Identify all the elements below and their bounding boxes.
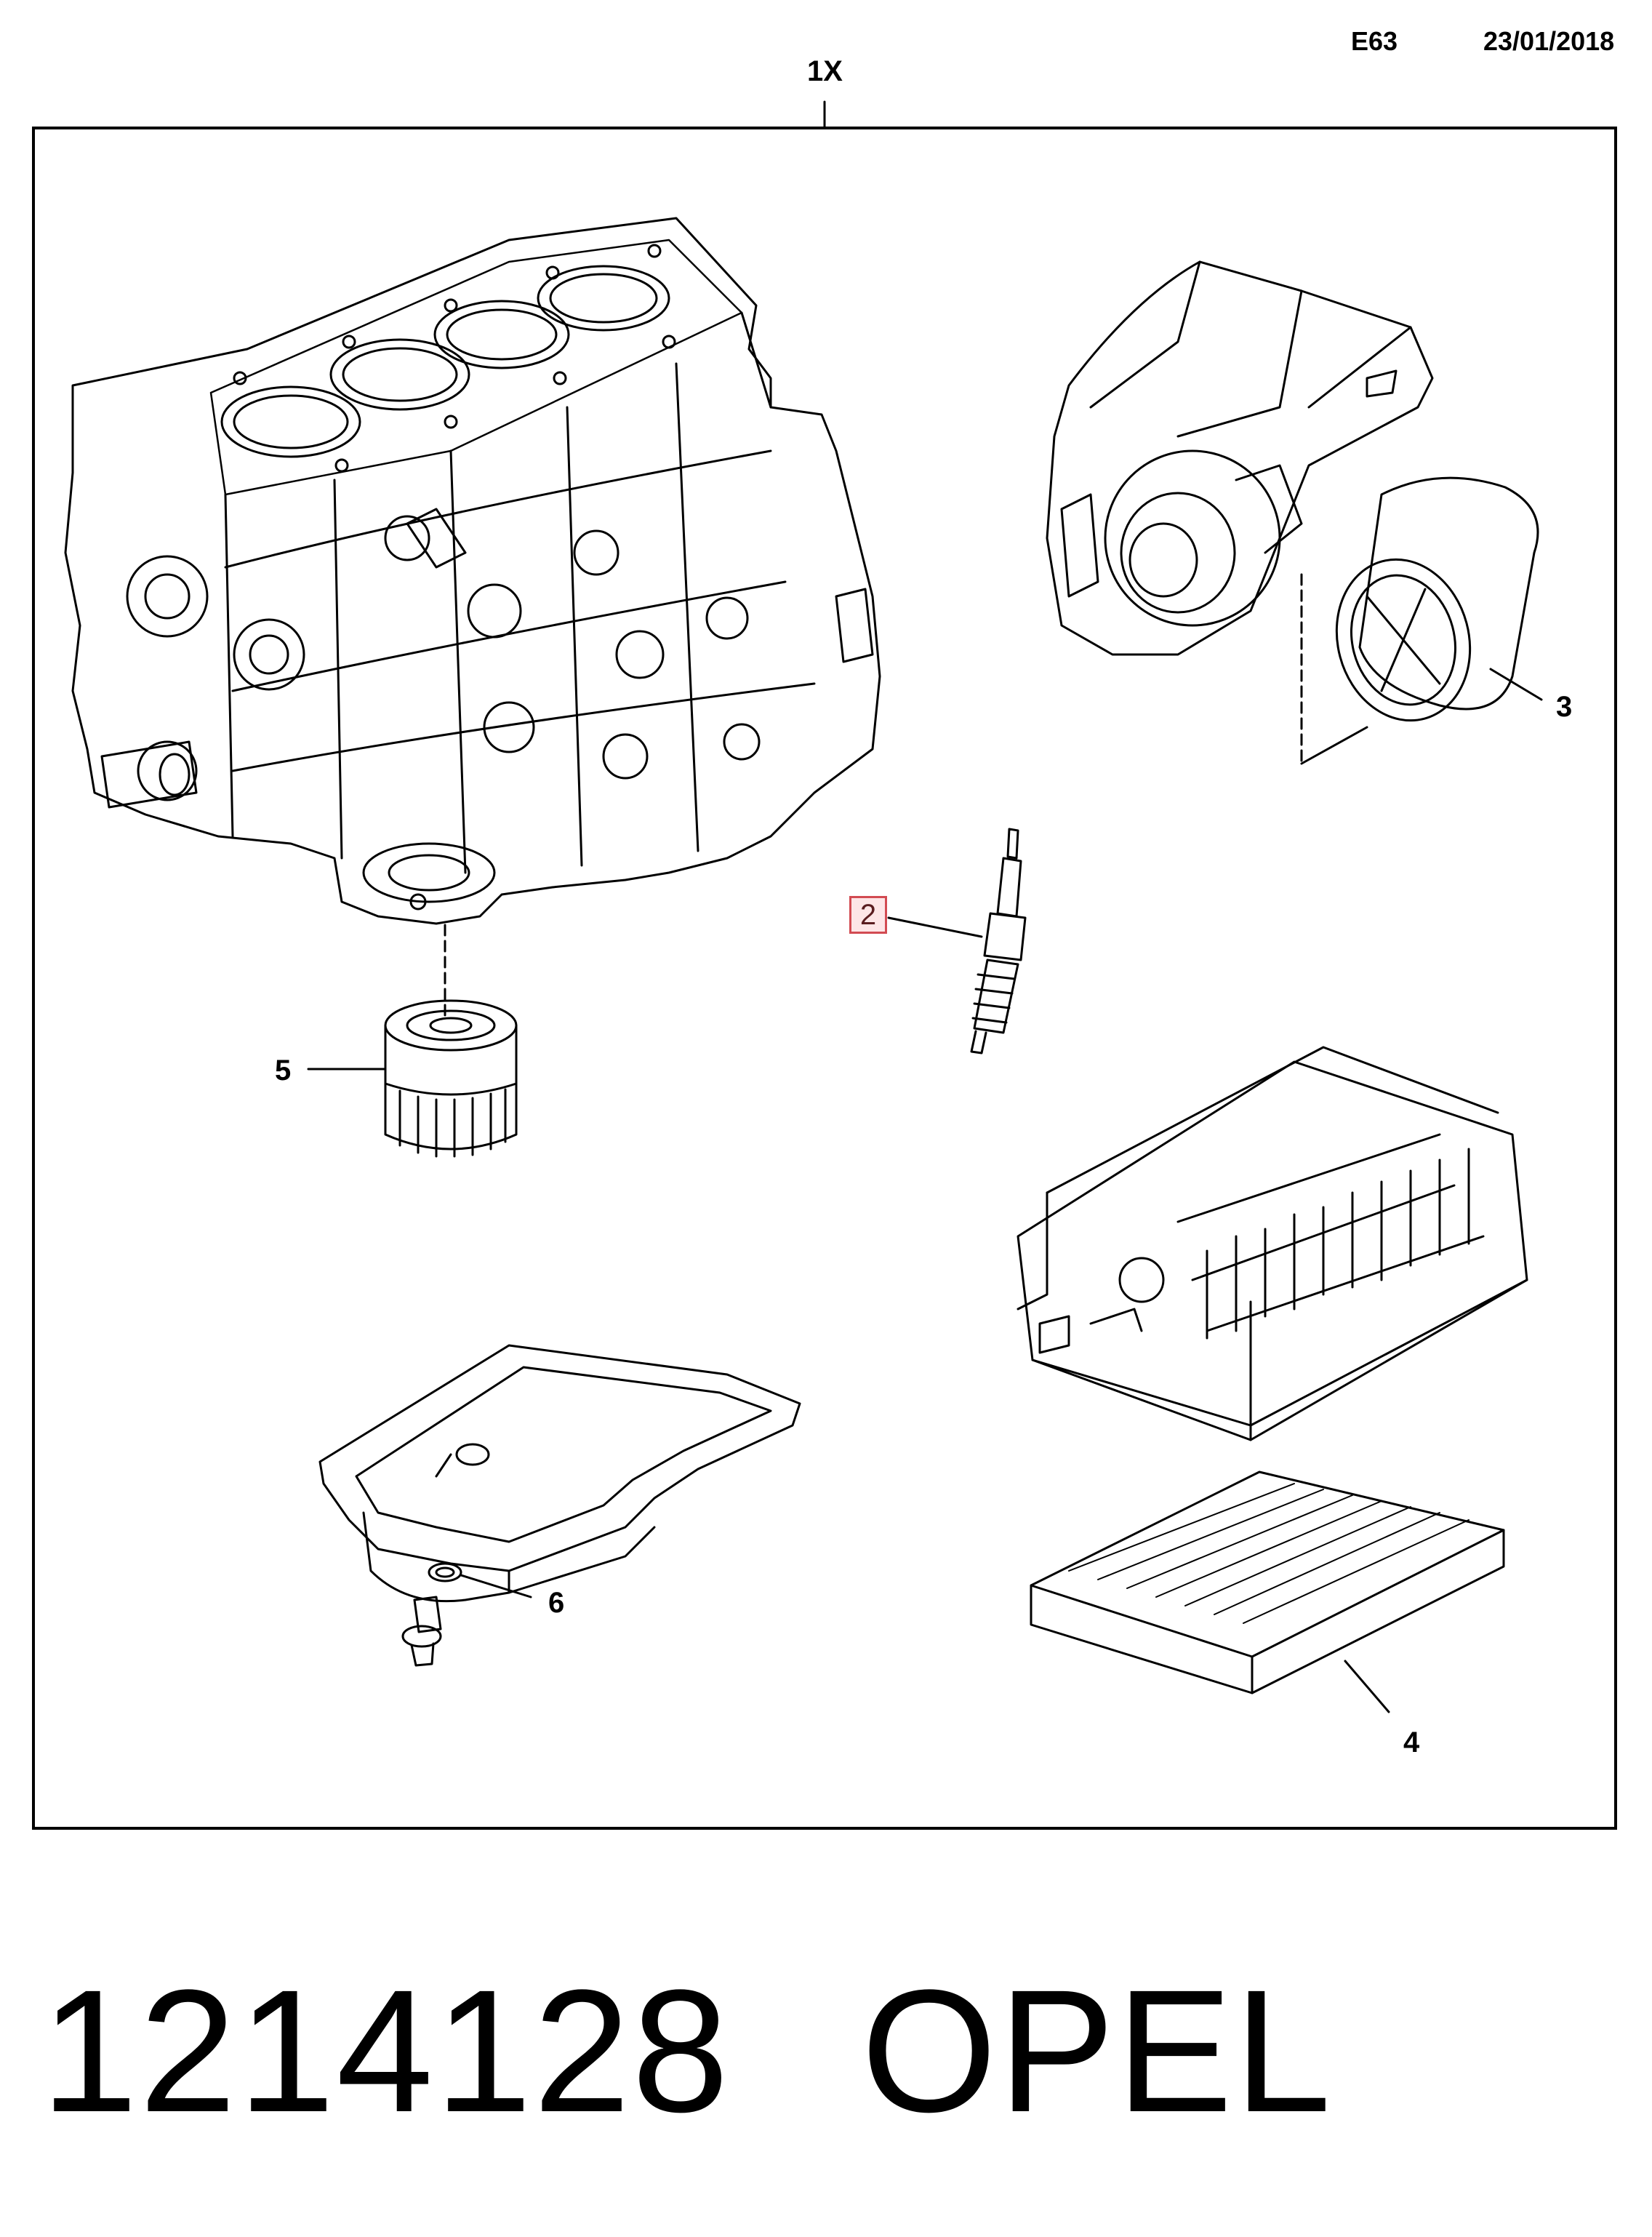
drain-plug-drawing xyxy=(401,1562,462,1667)
leader-3 xyxy=(1489,668,1543,701)
diagram-date: 23/01/2018 xyxy=(1483,26,1615,56)
engine-block-drawing xyxy=(64,217,881,925)
callout-4[interactable]: 4 xyxy=(1403,1726,1420,1758)
blower-unit-drawing xyxy=(1017,1046,1528,1441)
callout-3[interactable]: 3 xyxy=(1556,691,1573,723)
parts-illustration xyxy=(64,100,1543,1713)
leader-4 xyxy=(1344,1660,1390,1713)
callout-6[interactable]: 6 xyxy=(548,1587,565,1619)
air-filter-housing-drawing xyxy=(1046,260,1434,656)
diagram-frame xyxy=(32,127,1617,1830)
kit-quantity-label: 1X xyxy=(807,55,843,87)
leader-2 xyxy=(887,916,983,938)
section-code: E63 xyxy=(1351,26,1398,56)
callout-2-highlighted[interactable]: 2 xyxy=(849,896,887,934)
leader-6 xyxy=(460,1574,532,1598)
air-filter-element-drawing xyxy=(1335,476,1539,722)
footer-brand: OPEL xyxy=(861,1953,1333,2148)
cabin-filter-drawing xyxy=(1030,1470,1505,1694)
air-filter-dash-line-2 xyxy=(1300,726,1368,765)
callout-5[interactable]: 5 xyxy=(275,1055,292,1087)
spark-plug-drawing xyxy=(970,828,1027,1055)
oil-filter-drawing xyxy=(384,999,518,1158)
footer-part-number: 1214128 xyxy=(41,1953,731,2148)
oil-pan-drawing xyxy=(318,1344,801,1603)
